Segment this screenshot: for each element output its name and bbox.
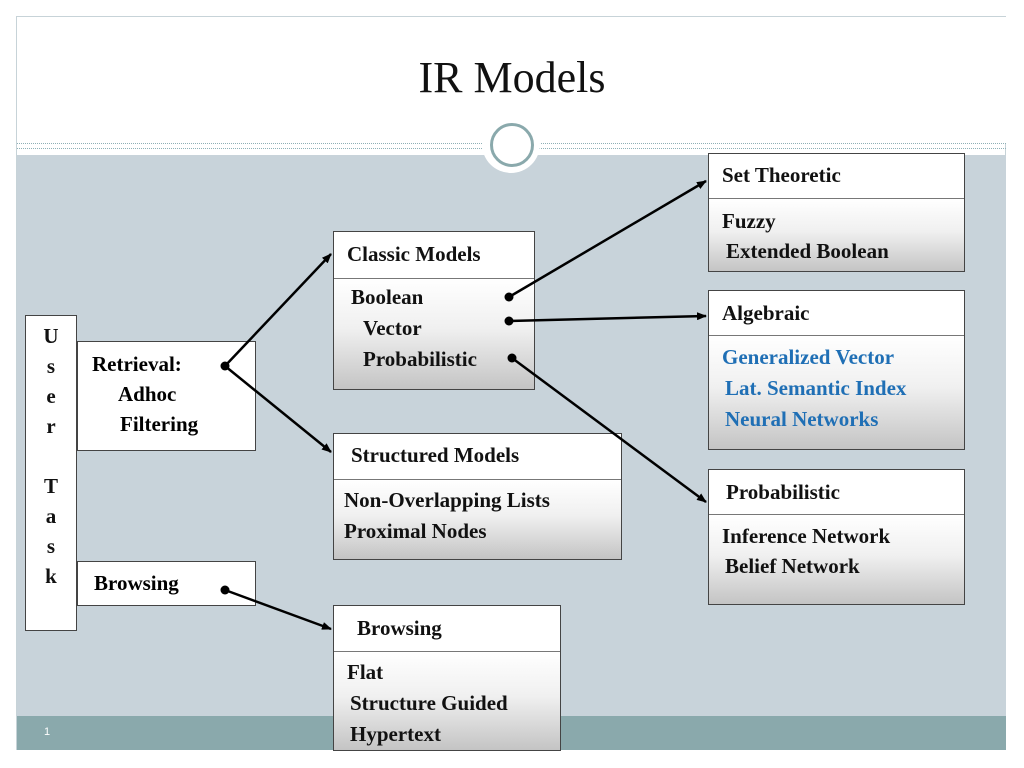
- browsing-models-body: Flat Structure Guided Hypertext: [334, 652, 560, 750]
- connector-dot: [504, 316, 514, 326]
- probabilistic-header: Probabilistic: [709, 470, 964, 515]
- retrieval-label: Retrieval:: [92, 352, 182, 376]
- browsing-task-label: Browsing: [94, 571, 179, 595]
- browsing-models-header: Browsing: [334, 606, 560, 652]
- algebraic-item-neural-networks: Neural Networks: [725, 407, 879, 431]
- classic-models-header: Classic Models: [334, 232, 534, 279]
- arrow-boolean-to-set-theoretic: [508, 179, 707, 299]
- set-theoretic-header: Set Theoretic: [709, 154, 964, 199]
- connector-dot: [504, 292, 514, 302]
- structured-models-box: Structured Models Non-Overlapping Lists …: [333, 433, 622, 560]
- user-task-letter: e: [46, 384, 56, 408]
- circle-ring-icon: [490, 123, 534, 167]
- retrieval-box: Retrieval: Adhoc Filtering: [77, 341, 256, 451]
- classic-item-vector: Vector: [363, 316, 422, 340]
- arrow-vector-to-algebraic: [508, 312, 707, 323]
- retrieval-filtering: Filtering: [120, 412, 199, 436]
- user-task-box: U s e r T a s k: [25, 315, 77, 631]
- page-number: 1: [44, 726, 51, 738]
- connector-dot: [507, 353, 517, 363]
- user-task-letter: U: [43, 324, 59, 348]
- algebraic-header: Algebraic: [709, 291, 964, 336]
- browsing-models-box: Browsing Flat Structure Guided Hypertext: [333, 605, 561, 751]
- browsing-item-structure-guided: Structure Guided: [350, 691, 508, 715]
- algebraic-item-generalized-vector: Generalized Vector: [722, 345, 895, 369]
- set-item-extended-boolean: Extended Boolean: [726, 239, 889, 263]
- set-theoretic-title: Set Theoretic: [722, 163, 841, 187]
- user-task-letter: k: [45, 564, 57, 588]
- user-task-letter: T: [43, 474, 58, 498]
- probabilistic-item-belief-network: Belief Network: [725, 554, 860, 578]
- structured-models-header: Structured Models: [334, 434, 621, 480]
- connector-dot: [220, 361, 230, 371]
- browsing-task-box: Browsing: [77, 561, 256, 606]
- set-theoretic-box: Set Theoretic Fuzzy Extended Boolean: [708, 153, 965, 272]
- algebraic-body: Generalized Vector Lat. Semantic Index N…: [709, 336, 964, 449]
- classic-models-title: Classic Models: [347, 242, 481, 266]
- browsing-models-title: Browsing: [357, 616, 442, 640]
- slide-title: IR Models: [418, 53, 606, 102]
- probabilistic-item-inference-network: Inference Network: [722, 524, 891, 548]
- structured-models-body: Non-Overlapping Lists Proximal Nodes: [334, 480, 621, 559]
- user-task-letter: s: [46, 354, 56, 378]
- connector-dot: [220, 585, 230, 595]
- probabilistic-box: Probabilistic Inference Network Belief N…: [708, 469, 965, 605]
- classic-models-body: Boolean Vector Probabilistic: [334, 279, 534, 389]
- probabilistic-body: Inference Network Belief Network: [709, 515, 964, 604]
- user-task-letter: s: [46, 534, 56, 558]
- structured-models-title: Structured Models: [351, 443, 520, 467]
- structured-item-lists: Non-Overlapping Lists: [344, 488, 550, 512]
- classic-item-boolean: Boolean: [351, 285, 424, 309]
- arrow-retrieval-to-classic: [224, 253, 332, 367]
- arrow-browsing-to-browsing-models: [224, 588, 332, 631]
- browsing-item-flat: Flat: [347, 660, 384, 684]
- algebraic-box: Algebraic Generalized Vector Lat. Semant…: [708, 290, 965, 450]
- set-theoretic-body: Fuzzy Extended Boolean: [709, 199, 964, 271]
- user-task-letter: r: [46, 414, 56, 438]
- arrow-probabilistic-to-probabilistic: [511, 356, 707, 504]
- algebraic-item-lsi: Lat. Semantic Index: [725, 376, 907, 400]
- set-item-fuzzy: Fuzzy: [722, 209, 776, 233]
- structured-item-nodes: Proximal Nodes: [344, 519, 487, 543]
- algebraic-title: Algebraic: [722, 301, 810, 325]
- arrow-retrieval-to-structured: [224, 365, 332, 453]
- browsing-item-hypertext: Hypertext: [350, 722, 441, 746]
- probabilistic-title: Probabilistic: [726, 480, 840, 504]
- user-task-letter: a: [45, 504, 57, 528]
- classic-item-probabilistic: Probabilistic: [363, 347, 477, 371]
- retrieval-adhoc: Adhoc: [118, 382, 177, 406]
- classic-models-box: Classic Models Boolean Vector Probabilis…: [333, 231, 535, 390]
